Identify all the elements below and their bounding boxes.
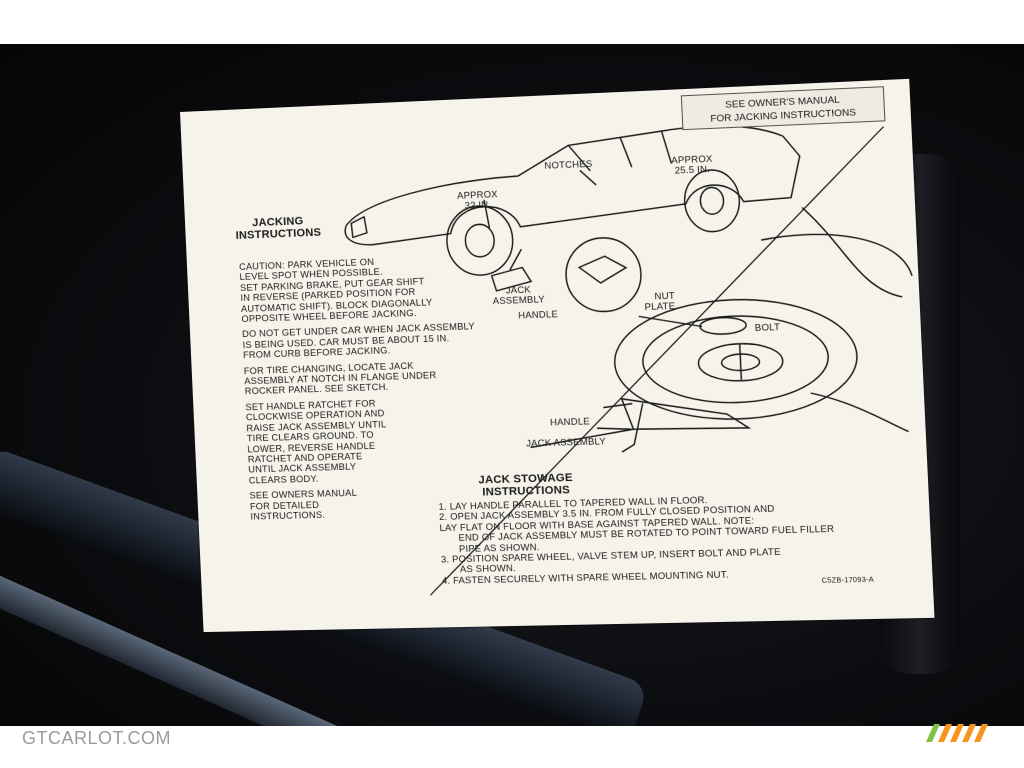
approx-32-line-2: 32 IN. xyxy=(457,200,498,212)
label-handle: HANDLE xyxy=(550,416,590,428)
caution-text: CAUTION: PARK VEHICLE ON LEVEL SPOT WHEN… xyxy=(239,255,423,522)
label-jack-assembly-top: JACK ASSEMBLY xyxy=(492,284,545,307)
part-code: C5ZB-17093-A xyxy=(821,575,874,587)
jacking-instructions-title: JACKING INSTRUCTIONS xyxy=(235,214,322,241)
stowage-title-line-2: INSTRUCTIONS xyxy=(479,484,574,499)
jack-assembly-line-2: ASSEMBLY xyxy=(493,295,545,307)
label-approx-25: APPROX 25.5 IN. xyxy=(671,154,713,177)
watermark-text: GTCARLOT.COM xyxy=(22,728,171,749)
label-bolt: BOLT xyxy=(755,322,781,334)
label-approx-32: APPROX 32 IN. xyxy=(457,189,499,212)
label-notches: NOTCHES xyxy=(544,159,592,172)
label-plate: PLATE xyxy=(644,301,675,313)
jack-stowage-title: JACK STOWAGE INSTRUCTIONS xyxy=(478,472,573,499)
watermark-stripes-icon xyxy=(920,722,1000,744)
approx-25-line-2: 25.5 IN. xyxy=(671,164,713,176)
label-jack-assembly: JACK ASSEMBLY xyxy=(526,436,606,449)
jacking-instructions-decal: SEE OWNER'S MANUAL FOR JACKING INSTRUCTI… xyxy=(180,79,934,632)
label-handle-top: HANDLE xyxy=(518,309,558,321)
stowage-text: 1. LAY HANDLE PARALLEL TO TAPERED WALL I… xyxy=(438,492,836,586)
